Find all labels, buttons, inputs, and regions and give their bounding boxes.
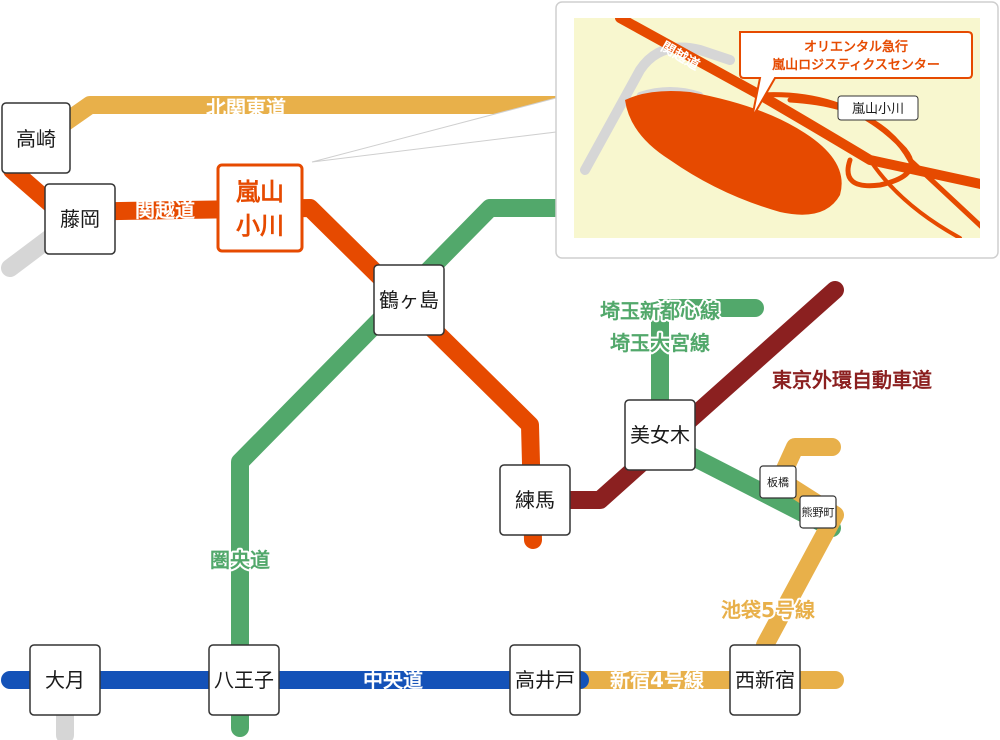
node-itabashi[interactable]: 板橋 bbox=[759, 465, 797, 499]
node-itabashi-label: 板橋 bbox=[767, 475, 789, 489]
label-shinjuku4: 新宿4号線 bbox=[610, 668, 704, 692]
node-kumanocho-label: 熊野町 bbox=[802, 505, 835, 519]
inset-ramp-3 bbox=[868, 158, 962, 238]
node-otsuki-label: 大月 bbox=[45, 668, 85, 692]
line-labels: 北関東道 関越道 圏央道 埼玉新都心線 埼玉大宮線 東京外環自動車道 中央道 新… bbox=[135, 96, 934, 692]
label-kanetsu: 関越道 bbox=[135, 198, 195, 222]
inset-gray-road bbox=[580, 42, 735, 175]
label-gaikan: 東京外環自動車道 bbox=[772, 368, 932, 392]
node-bijogi-label: 美女木 bbox=[630, 423, 690, 447]
inset-highway bbox=[615, 18, 980, 190]
label-kenodo: 圏央道 bbox=[210, 548, 270, 572]
node-nerima[interactable]: 練馬 bbox=[499, 464, 571, 536]
line-kenodo bbox=[231, 199, 569, 737]
nodes: 高崎 藤岡 嵐山 小川 鶴ヶ島 練馬 美女木 板橋 熊野町 bbox=[1, 102, 837, 716]
line-gray-stub-fujioka bbox=[1, 229, 59, 277]
node-takaido[interactable]: 高井戸 bbox=[509, 644, 581, 716]
node-ranzan-ogawa-line1: 嵐山 bbox=[236, 178, 284, 206]
node-hachioji[interactable]: 八王子 bbox=[208, 644, 280, 716]
inset-callout-line2: 嵐山ロジスティクスセンター bbox=[771, 57, 940, 73]
node-tsurugashima[interactable]: 鶴ヶ島 bbox=[373, 264, 445, 336]
line-kanetsu bbox=[3, 161, 542, 549]
inset-ic-label: 嵐山小川 bbox=[852, 102, 904, 117]
node-takasaki-label: 高崎 bbox=[16, 127, 56, 151]
node-kumanocho[interactable]: 熊野町 bbox=[799, 495, 837, 529]
node-fujioka[interactable]: 藤岡 bbox=[44, 183, 116, 255]
node-nishishinjuku-label: 西新宿 bbox=[735, 668, 795, 692]
node-takaido-label: 高井戸 bbox=[515, 668, 575, 692]
inset-panel: 関越道 嵐山小川 オリエンタル急行 嵐山ロジスティクスセンター bbox=[311, 1, 999, 259]
node-fujioka-label: 藤岡 bbox=[60, 207, 100, 231]
line-saitama-shintoshin bbox=[651, 299, 841, 537]
node-tsurugashima-label: 鶴ヶ島 bbox=[379, 288, 439, 312]
node-bijogi[interactable]: 美女木 bbox=[624, 399, 696, 471]
node-ranzan-ogawa[interactable]: 嵐山 小川 bbox=[216, 163, 304, 253]
node-otsuki[interactable]: 大月 bbox=[29, 644, 101, 716]
label-saitama-omiya: 埼玉大宮線 bbox=[610, 331, 710, 355]
node-hachioji-label: 八王子 bbox=[214, 668, 274, 692]
node-takasaki[interactable]: 高崎 bbox=[1, 102, 71, 174]
inset-callout: オリエンタル急行 嵐山ロジスティクスセンター bbox=[739, 31, 973, 119]
inset-callout-line1: オリエンタル急行 bbox=[804, 39, 908, 55]
inset-ic-box: 嵐山小川 bbox=[837, 95, 919, 121]
label-kitakanto: 北関東道 bbox=[206, 96, 286, 120]
inset-logistics-center bbox=[625, 91, 842, 215]
label-ikebukuro5: 池袋5号線 bbox=[721, 598, 815, 622]
label-chuo: 中央道 bbox=[363, 668, 423, 692]
label-saitama-shintoshin: 埼玉新都心線 bbox=[600, 299, 720, 323]
node-ranzan-ogawa-line2: 小川 bbox=[236, 212, 284, 240]
node-nerima-label: 練馬 bbox=[515, 488, 555, 512]
node-nishishinjuku[interactable]: 西新宿 bbox=[729, 644, 801, 716]
